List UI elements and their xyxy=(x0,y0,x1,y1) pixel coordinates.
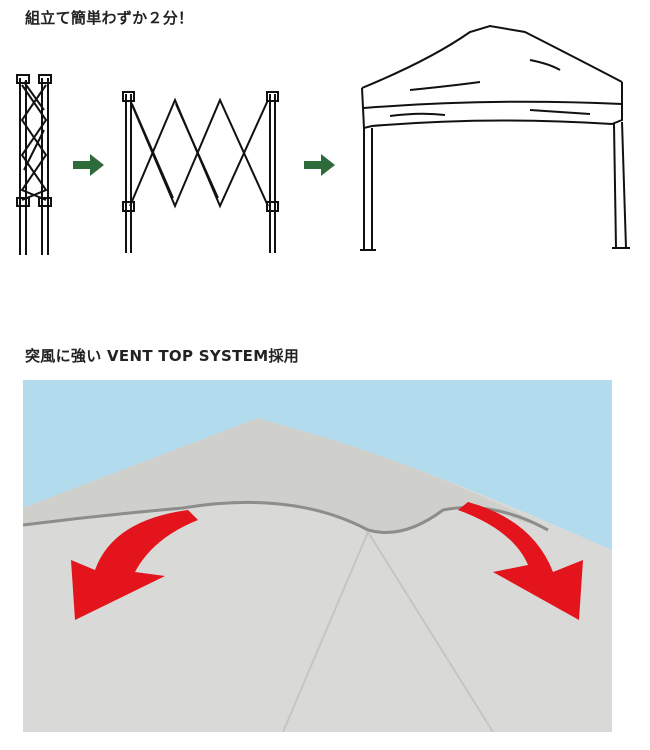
airflow-arrow-right xyxy=(458,502,583,620)
vent-top-heading: 突風に強い VENT TOP SYSTEM採用 xyxy=(25,347,300,365)
arrow-right-icon xyxy=(73,154,104,176)
airflow-arrow-left xyxy=(71,510,198,620)
assembled-tent-illustration xyxy=(360,24,630,251)
folded-frame-illustration xyxy=(16,74,52,255)
expanded-frame-illustration xyxy=(122,91,279,253)
assembly-heading: 組立て簡単わずか２分！ xyxy=(25,9,194,27)
vent-top-photo xyxy=(23,380,612,732)
arrow-right-icon xyxy=(304,154,335,176)
